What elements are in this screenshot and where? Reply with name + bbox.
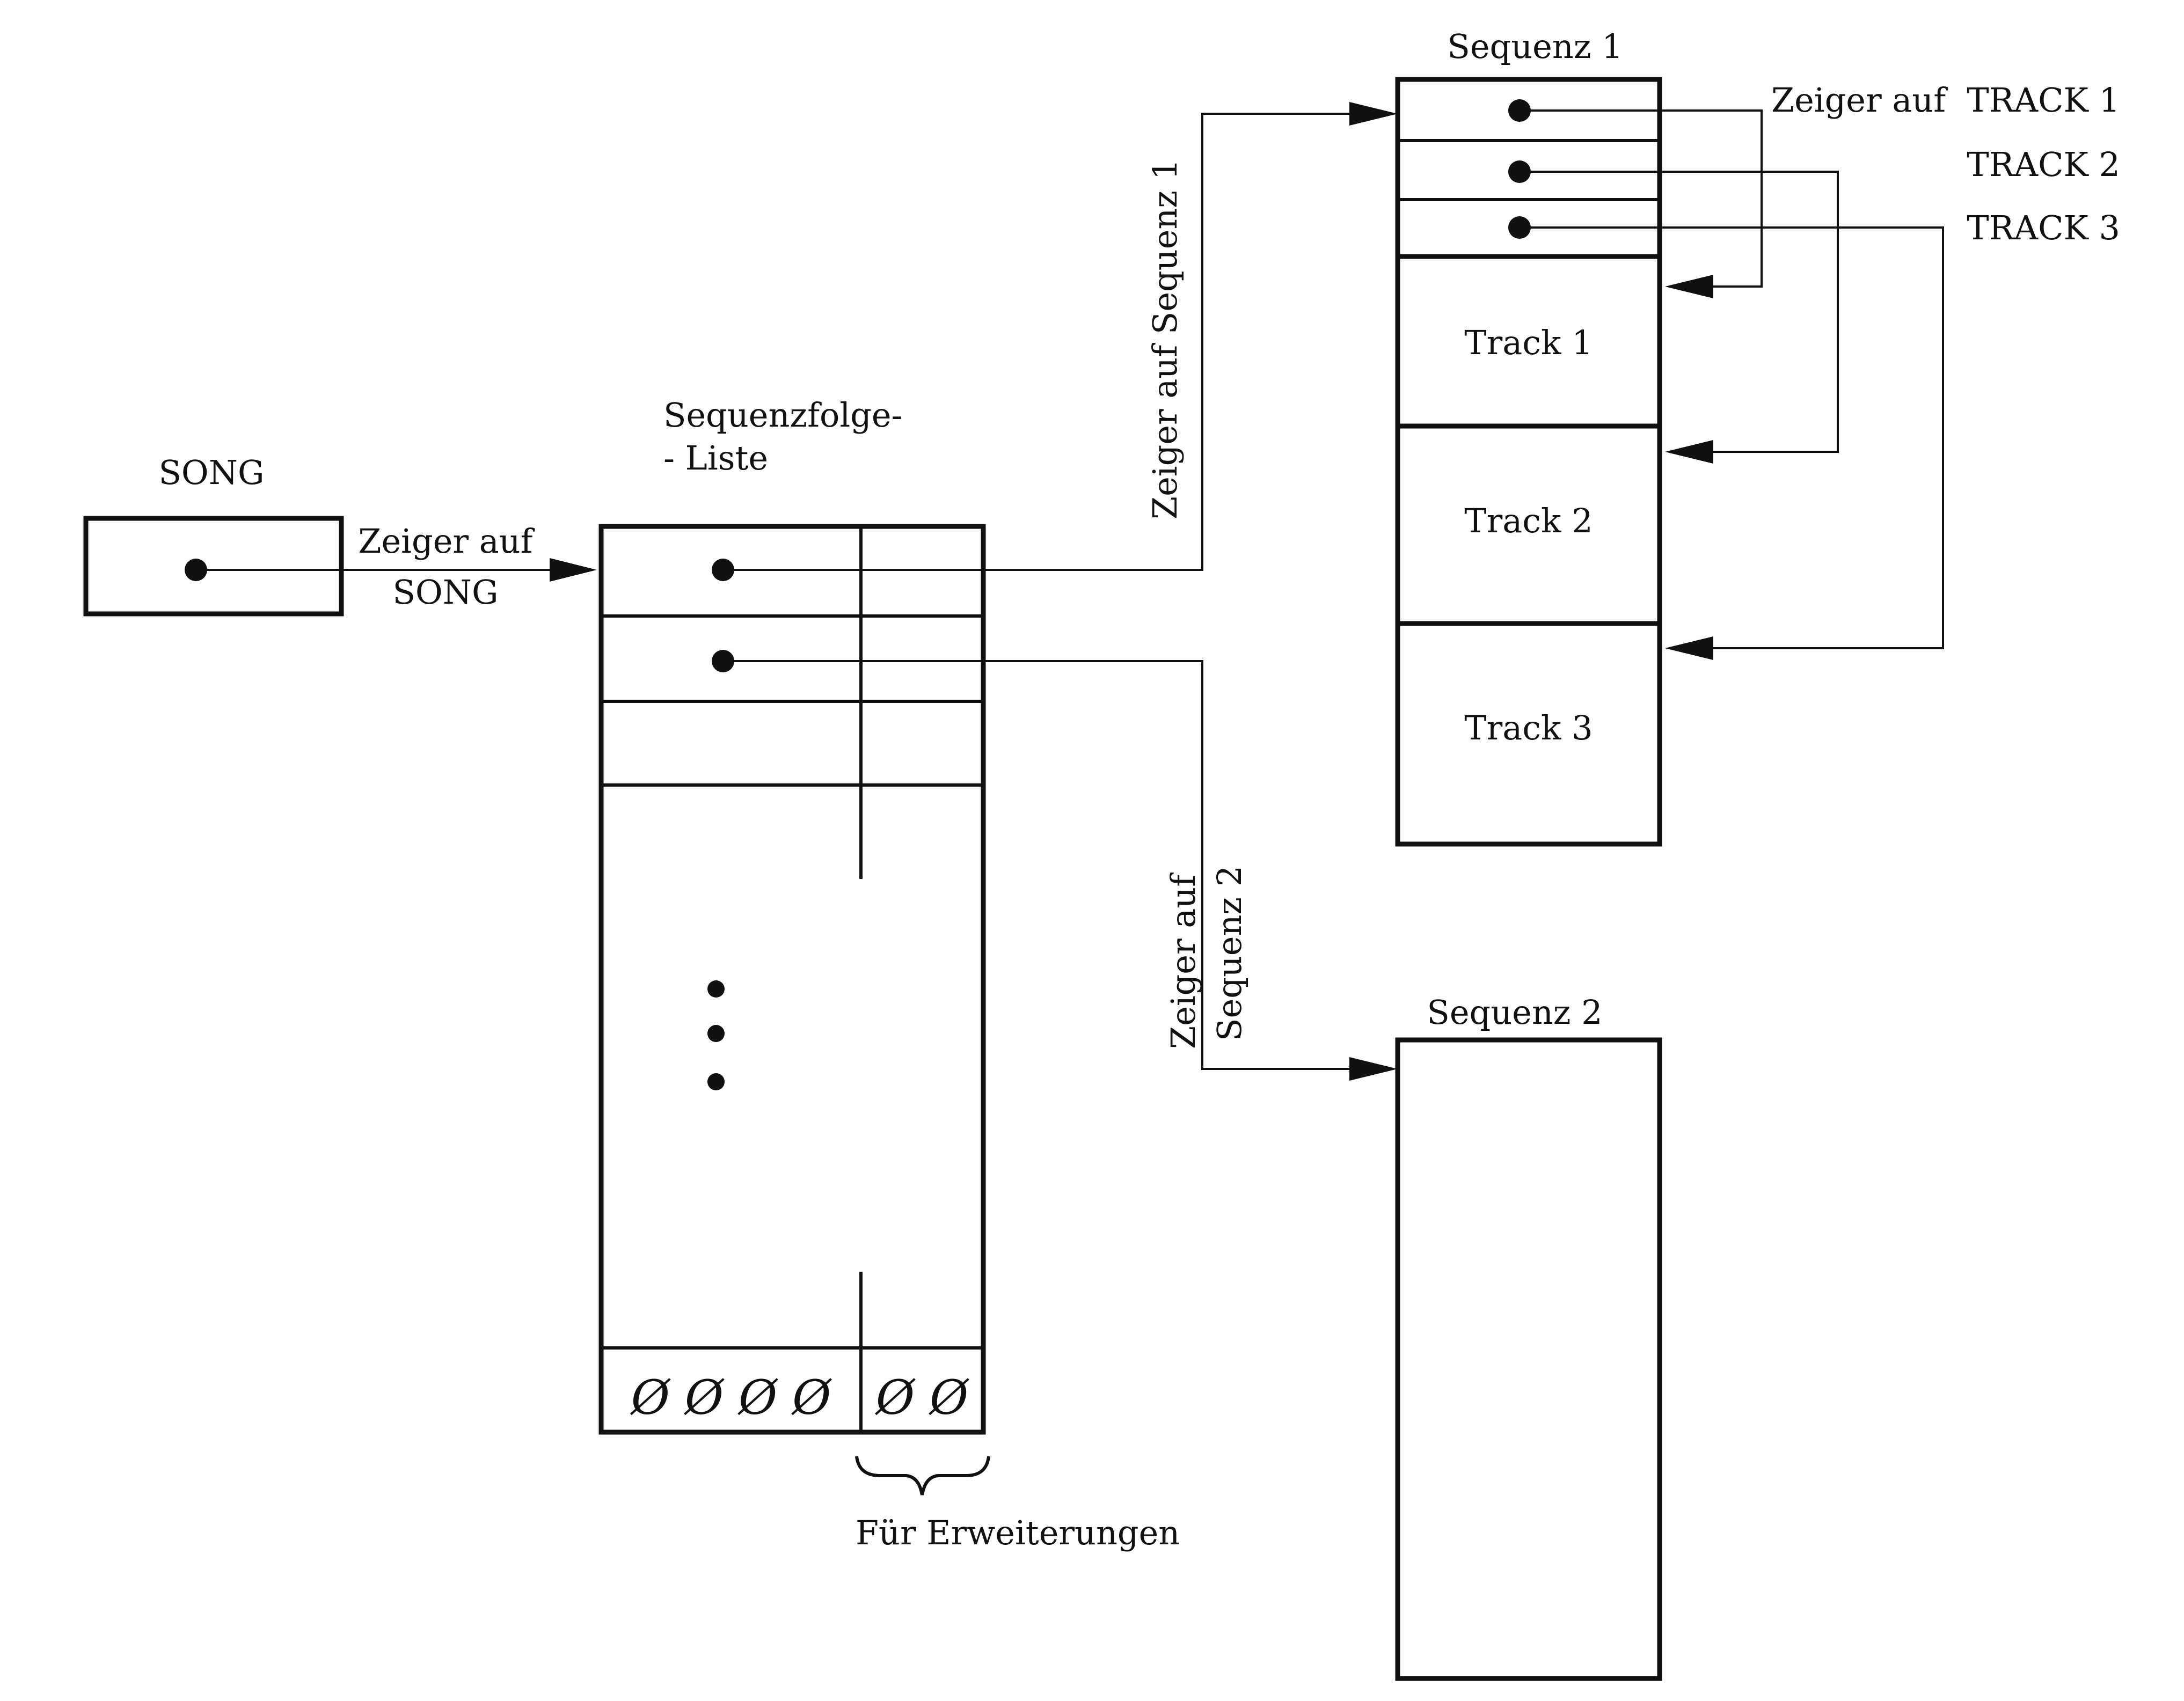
song-title: SONG xyxy=(158,453,264,492)
pointer-seq2-line xyxy=(723,660,1354,1070)
ellipsis-dot-2 xyxy=(707,1025,725,1042)
song-pointer-arrowhead xyxy=(550,558,597,582)
sequence1-box xyxy=(1395,77,1662,847)
sequence1-title: Sequenz 1 xyxy=(1447,27,1623,66)
song-box xyxy=(83,516,344,617)
sequence2-box xyxy=(1395,1037,1662,1681)
pointer-seq1-label: Zeiger auf Sequenz 1 xyxy=(1145,159,1185,519)
track1-label: Track 1 xyxy=(1464,323,1593,362)
track3-pointer-arrowhead xyxy=(1665,636,1713,660)
track3-pointer-line xyxy=(1520,226,1944,649)
song-pointer-label-line2: SONG xyxy=(392,573,498,612)
extension-label: Für Erweiterungen xyxy=(856,1513,1180,1552)
track2-pointer-line xyxy=(1520,171,1839,453)
sequence-list-title-line2: - Liste xyxy=(663,438,768,478)
track3-pointer-label: TRACK 3 xyxy=(1967,208,2120,247)
sequence2-title: Sequenz 2 xyxy=(1427,993,1602,1032)
pointer-seq2-label-line2: Sequenz 2 xyxy=(1210,866,1249,1041)
pointer-seq2-arrowhead xyxy=(1349,1057,1398,1081)
ellipsis-dot-3 xyxy=(707,1073,725,1090)
sequence-list-title-line1: Sequenzfolge- xyxy=(663,395,903,435)
pointer-seq1-arrowhead xyxy=(1349,102,1398,126)
pointer-seq2-label-line1: Zeiger auf xyxy=(1164,873,1203,1049)
ellipsis-dot-1 xyxy=(707,980,725,998)
song-pointer-label-line1: Zeiger auf xyxy=(358,522,535,561)
track2-pointer-label: TRACK 2 xyxy=(1967,145,2120,184)
track-pointer-label-prefix: Zeiger auf xyxy=(1771,80,1948,120)
track1-pointer-arrowhead xyxy=(1665,275,1713,298)
track2-pointer-arrowhead xyxy=(1665,440,1713,464)
pointer-seq1-line xyxy=(723,113,1354,571)
track3-label: Track 3 xyxy=(1464,708,1593,747)
track1-pointer-label: TRACK 1 xyxy=(1967,80,2120,120)
sequence-list-box xyxy=(598,524,986,1435)
extension-brace xyxy=(855,1456,990,1495)
end-marker-extension: Ø Ø xyxy=(875,1370,969,1425)
track1-pointer-line xyxy=(1520,109,1763,288)
end-marker-main: Ø Ø Ø Ø xyxy=(630,1370,832,1425)
track2-label: Track 2 xyxy=(1464,501,1593,540)
